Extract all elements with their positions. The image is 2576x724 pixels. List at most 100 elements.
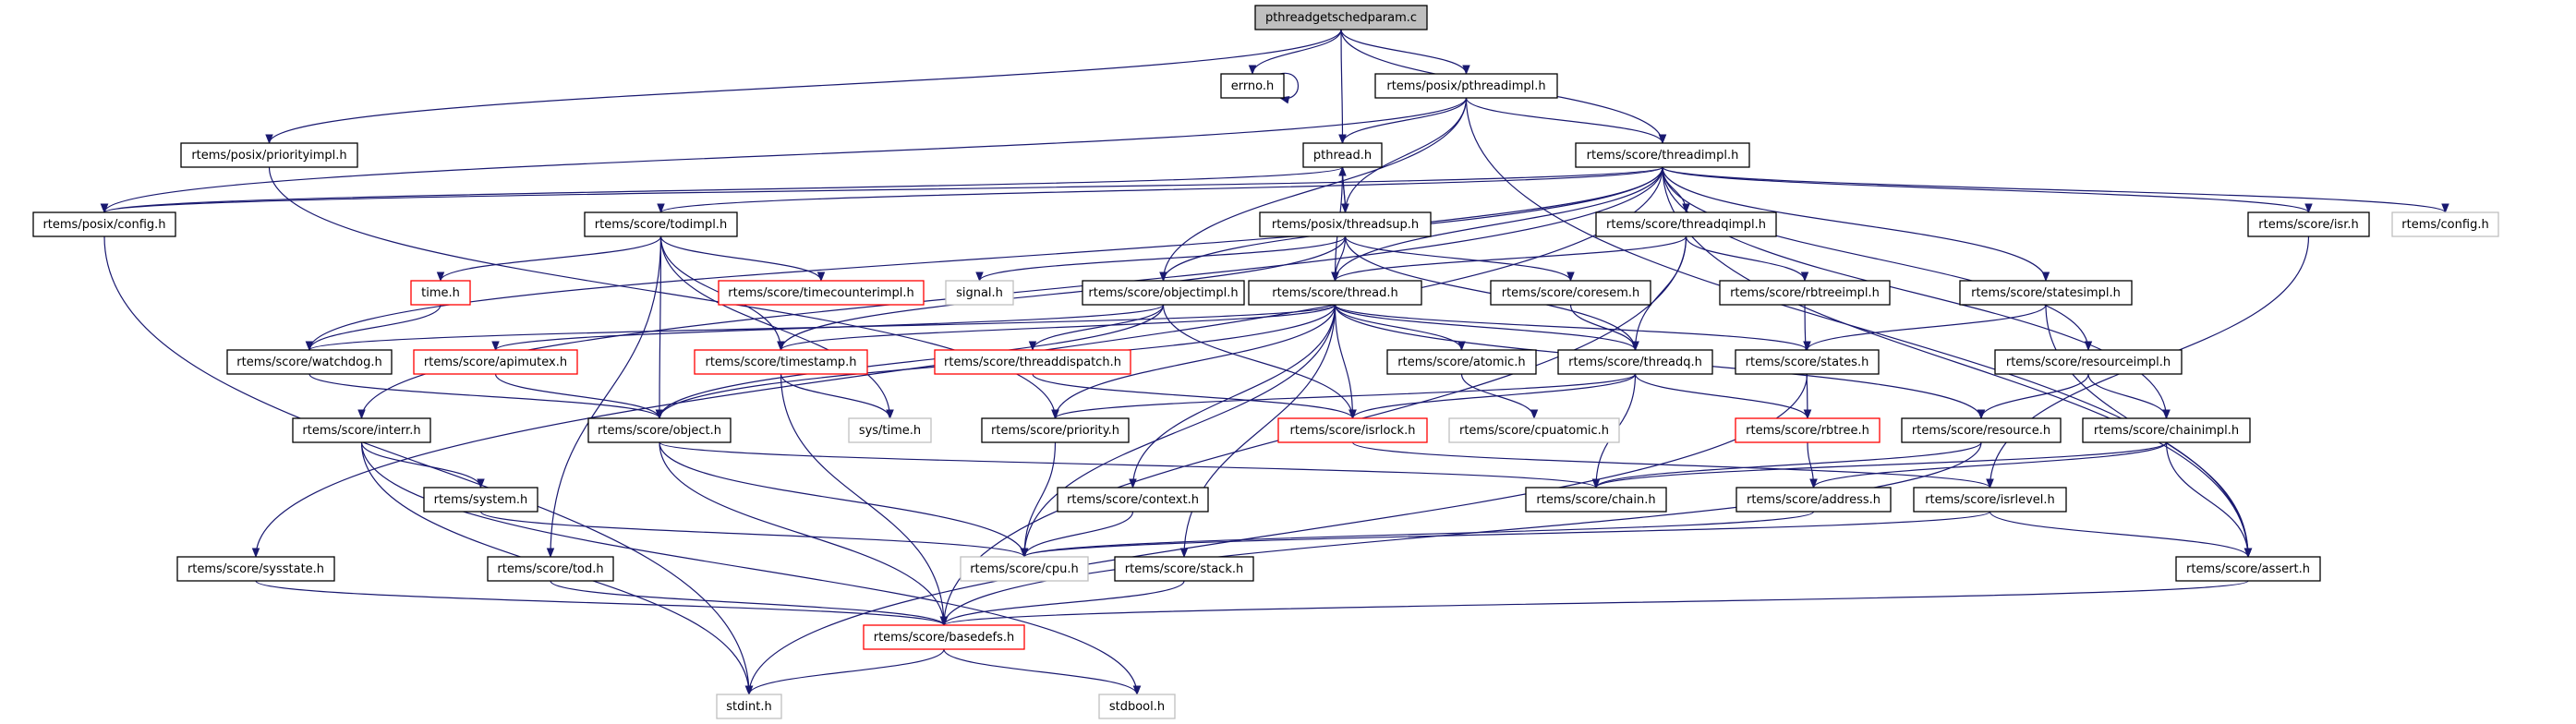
node-label: rtems/system.h	[434, 493, 528, 507]
node-chain[interactable]: rtems/score/chain.h	[1525, 487, 1667, 513]
node-statesimpl[interactable]: rtems/score/statesimpl.h	[1959, 280, 2133, 306]
nodes-layer: pthreadgetschedparam.c errno.h rtems/posix…	[32, 5, 2499, 719]
edge-arrow	[1662, 166, 2449, 214]
edge-pthreadimpl-to-objectimpl	[1159, 97, 1468, 283]
node-objectimpl[interactable]: rtems/score/objectimpl.h	[1082, 280, 1245, 306]
edge-arrow	[1338, 29, 1347, 145]
node-rbtreeimpl[interactable]: rtems/score/rbtreeimpl.h	[1719, 280, 1891, 306]
edge-arrow	[360, 441, 1142, 696]
node-thread[interactable]: rtems/score/thread.h	[1248, 280, 1422, 306]
edge-isrlevel-to-assert	[1989, 511, 2253, 559]
node-box	[981, 417, 1130, 443]
node-states[interactable]: rtems/score/states.h	[1735, 349, 1880, 375]
edge-threadimpl-to-statesimpl	[1662, 166, 2050, 283]
node-posixconfig[interactable]: rtems/posix/config.h	[32, 211, 176, 237]
node-systime[interactable]: sys/time.h	[848, 417, 932, 443]
edge-todimpl-to-timecounterimpl	[659, 235, 826, 283]
node-resource[interactable]: rtems/score/resource.h	[1901, 417, 2062, 443]
node-time[interactable]: time.h	[410, 280, 471, 306]
edge-arrow	[1159, 97, 1468, 283]
edge-arrow	[265, 29, 1342, 145]
edge-arrow	[657, 166, 1663, 214]
node-box	[1374, 73, 1558, 99]
node-cpuatomic[interactable]: rtems/score/cpuatomic.h	[1448, 417, 1620, 443]
node-label: rtems/score/resourceimpl.h	[2006, 356, 2171, 369]
node-label: rtems/score/states.h	[1746, 356, 1869, 369]
node-label: rtems/score/assert.h	[2186, 562, 2310, 576]
node-isrlock[interactable]: rtems/score/isrlock.h	[1277, 417, 1428, 443]
node-threadqimpl[interactable]: rtems/score/threadqimpl.h	[1595, 211, 1777, 237]
node-todimpl[interactable]: rtems/score/todimpl.h	[584, 211, 738, 237]
edge-chainimpl-to-chain	[1591, 441, 2168, 489]
node-isrlevel[interactable]: rtems/score/isrlevel.h	[1913, 487, 2067, 513]
node-cpu[interactable]: rtems/score/cpu.h	[960, 556, 1089, 582]
edge-address-to-cpu	[1021, 511, 1815, 559]
node-address[interactable]: rtems/score/address.h	[1735, 487, 1892, 513]
node-label: rtems/score/rbtreeimpl.h	[1730, 286, 1880, 300]
node-label: rtems/score/timestamp.h	[705, 356, 856, 369]
node-pthreadimpl[interactable]: rtems/posix/pthreadimpl.h	[1374, 73, 1558, 99]
node-threadimpl[interactable]: rtems/score/threadimpl.h	[1575, 142, 1750, 168]
node-apimutex[interactable]: rtems/score/apimutex.h	[413, 349, 578, 375]
node-atomic[interactable]: rtems/score/atomic.h	[1386, 349, 1537, 375]
node-rbtree[interactable]: rtems/score/rbtree.h	[1735, 417, 1881, 443]
edge-thread-to-priority	[1051, 304, 1336, 420]
node-box	[945, 280, 1014, 306]
edge-chainimpl-to-address	[1809, 441, 2168, 489]
node-label: rtems/score/isrlock.h	[1290, 424, 1416, 438]
edge-arrow	[1020, 511, 1134, 559]
node-system[interactable]: rtems/system.h	[423, 487, 538, 513]
node-signal[interactable]: signal.h	[945, 280, 1014, 306]
node-stdint[interactable]: stdint.h	[716, 694, 782, 719]
node-threadsup[interactable]: rtems/posix/threadsup.h	[1259, 211, 1432, 237]
edge-arrow	[780, 373, 894, 420]
node-label: stdint.h	[726, 700, 771, 714]
node-sysstate[interactable]: rtems/score/sysstate.h	[176, 556, 335, 582]
node-config[interactable]: rtems/config.h	[2391, 211, 2499, 237]
node-chainimpl[interactable]: rtems/score/chainimpl.h	[2082, 417, 2251, 443]
node-stdbool[interactable]: stdbool.h	[1098, 694, 1176, 719]
edge-arrow	[939, 441, 1982, 627]
node-watchdog[interactable]: rtems/score/watchdog.h	[226, 349, 393, 375]
node-priorityimpl[interactable]: rtems/posix/priorityimpl.h	[180, 142, 358, 168]
node-resourceimpl[interactable]: rtems/score/resourceimpl.h	[1994, 349, 2183, 375]
node-priority[interactable]: rtems/score/priority.h	[981, 417, 1130, 443]
node-timestamp[interactable]: rtems/score/timestamp.h	[694, 349, 868, 375]
node-box	[1719, 280, 1891, 306]
edge-arrow	[550, 580, 949, 627]
node-coresem[interactable]: rtems/score/coresem.h	[1490, 280, 1651, 306]
node-context[interactable]: rtems/score/context.h	[1057, 487, 1209, 513]
node-basedefs[interactable]: rtems/score/basedefs.h	[863, 624, 1025, 650]
node-threaddispatch[interactable]: rtems/score/threaddispatch.h	[934, 349, 1131, 375]
node-stack[interactable]: rtems/score/stack.h	[1114, 556, 1254, 582]
edge-resourceimpl-to-resource	[1977, 373, 2089, 420]
node-label: rtems/posix/priorityimpl.h	[191, 149, 346, 163]
edge-arrow	[103, 235, 754, 696]
edge-interr-to-stdbool	[360, 441, 1142, 696]
node-isr[interactable]: rtems/score/isr.h	[2247, 211, 2370, 237]
node-label: rtems/score/isr.h	[2258, 218, 2358, 232]
edge-arrow	[1662, 166, 2050, 283]
edge-assert-to-basedefs	[940, 580, 2249, 627]
node-assert[interactable]: rtems/score/assert.h	[2175, 556, 2321, 582]
edge-arrow	[1028, 304, 1165, 352]
edge-thread-to-isrlock	[1334, 304, 1357, 420]
node-box	[587, 417, 732, 443]
edge-arrow	[255, 580, 949, 627]
edge-arrow	[780, 373, 949, 627]
node-errno[interactable]: errno.h	[1220, 73, 1285, 99]
edge-watchdog-to-object	[308, 373, 664, 420]
edge-coresem-to-threadq	[1569, 304, 1639, 352]
node-threadq[interactable]: rtems/score/threadq.h	[1557, 349, 1713, 375]
node-object[interactable]: rtems/score/object.h	[587, 417, 732, 443]
edge-objectimpl-to-isrlock	[1162, 304, 1357, 420]
node-timecounterimpl[interactable]: rtems/score/timecounterimpl.h	[718, 280, 925, 306]
edge-arrow	[1338, 97, 1468, 145]
node-label: rtems/score/threaddispatch.h	[944, 356, 1121, 369]
node-pthread[interactable]: pthread.h	[1302, 142, 1383, 168]
node-label: rtems/score/chain.h	[1536, 493, 1655, 507]
edge-priorityimpl-to-priority	[268, 166, 1059, 420]
node-root[interactable]: pthreadgetschedparam.c	[1254, 5, 1428, 30]
node-interr[interactable]: rtems/score/interr.h	[292, 417, 431, 443]
node-tod[interactable]: rtems/score/tod.h	[487, 556, 614, 582]
